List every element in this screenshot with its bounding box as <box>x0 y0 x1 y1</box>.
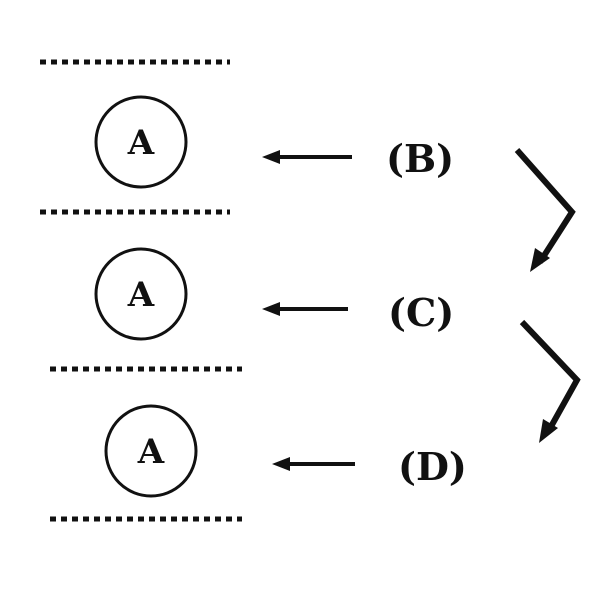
arrow-d-to-a <box>272 457 355 471</box>
site-circle-bottom-label: A <box>137 432 165 472</box>
site-circle-middle: A <box>94 247 188 341</box>
arrow-b-to-a <box>262 150 352 164</box>
neighbor-label-d: (D) <box>398 444 467 489</box>
site-circle-top-label: A <box>127 123 155 163</box>
transition-arrow-c-to-d <box>519 319 581 443</box>
neighbor-label-c: (C) <box>388 290 454 335</box>
site-circle-top: A <box>94 95 188 189</box>
site-circle-bottom: A <box>104 404 198 498</box>
site-circle-middle-label: A <box>127 275 155 315</box>
neighbor-label-b: (B) <box>386 136 454 181</box>
arrow-c-to-a <box>262 302 348 316</box>
transition-arrow-b-to-c <box>514 148 576 272</box>
